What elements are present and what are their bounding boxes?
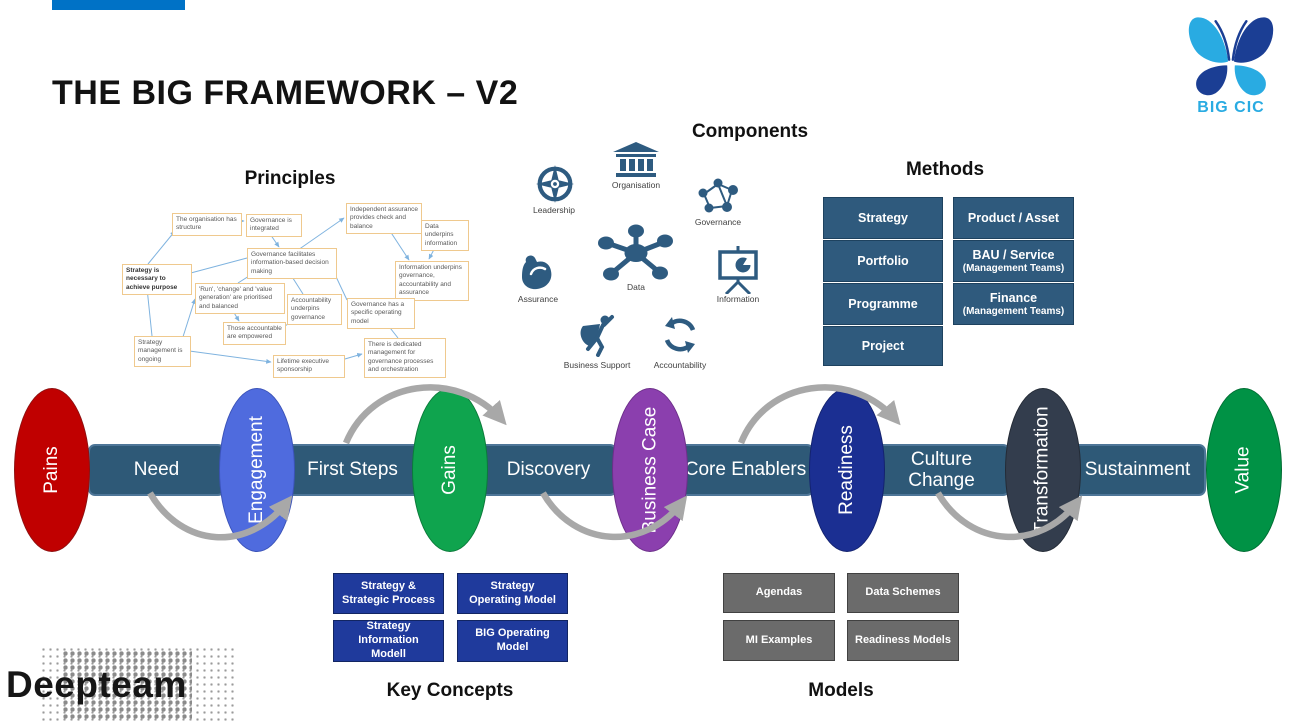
method-box-programme: Programme xyxy=(823,283,943,325)
method-box-portfolio: Portfolio xyxy=(823,240,943,282)
principle-node: Governance has a specific operating mode… xyxy=(347,298,415,330)
flow-stage-need: Need xyxy=(88,444,225,496)
principles-mindmap: The organisation has structure Governanc… xyxy=(118,198,480,386)
hub-spokes-icon xyxy=(595,222,677,289)
models-heading: Models xyxy=(808,680,874,701)
model-box: Agendas xyxy=(723,573,835,613)
key-concept-box: Strategy & Strategic Process xyxy=(333,573,444,614)
flow-stage-value: Value xyxy=(1206,388,1282,552)
component-label: Organisation xyxy=(611,180,661,190)
key-concept-box: BIG Operating Model xyxy=(457,620,568,662)
flow-stage-culture-change: Culture Change xyxy=(873,444,1010,496)
big-cic-logo: BIG CIC xyxy=(1183,6,1279,117)
key-concept-box: Strategy Information Modell xyxy=(333,620,444,662)
halftone-dots-dense xyxy=(62,650,192,720)
principle-node: 'Run', 'change' and 'value generation' a… xyxy=(195,283,285,315)
flow-stage-pains: Pains xyxy=(14,388,90,552)
component-label: Data xyxy=(627,282,645,292)
method-box-project: Project xyxy=(823,326,943,366)
principles-heading: Principles xyxy=(244,168,336,189)
compass-icon xyxy=(536,165,574,208)
principle-node: Strategy is necessary to achieve purpose xyxy=(122,264,192,296)
model-box: Readiness Models xyxy=(847,620,959,661)
bank-icon xyxy=(613,142,659,183)
component-label: Information xyxy=(716,294,760,304)
flow-stage-transformation: Transformation xyxy=(1005,388,1081,552)
flow-stage-core-enablers: Core Enablers xyxy=(677,444,814,496)
principle-node: Governance facilitates information-based… xyxy=(247,248,337,280)
principle-node: Strategy management is ongoing xyxy=(134,336,191,368)
method-box-strategy: Strategy xyxy=(823,197,943,239)
flow-stage-engagement: Engagement xyxy=(219,388,295,552)
method-box-product-asset: Product / Asset xyxy=(953,197,1074,239)
flow-stage-business-case: Business Case xyxy=(612,388,688,552)
principle-node: Lifetime executive sponsorship xyxy=(273,355,345,378)
principle-node: Information underpins governance, accoun… xyxy=(395,261,469,301)
principle-node: Governance is integrated xyxy=(246,214,302,237)
principle-node: The organisation has structure xyxy=(172,213,242,236)
flow-stage-gains: Gains xyxy=(412,388,488,552)
component-label: Governance xyxy=(694,217,742,227)
muscle-arm-icon xyxy=(518,252,558,297)
key-concept-box: Strategy Operating Model xyxy=(457,573,568,614)
flow-stage-readiness: Readiness xyxy=(809,388,885,552)
methods-heading: Methods xyxy=(905,159,985,180)
flow-stage-sustainment: Sustainment xyxy=(1069,444,1206,496)
component-label: Leadership xyxy=(532,205,576,215)
principle-node: There is dedicated management for govern… xyxy=(364,338,446,378)
method-box-bau-service: BAU / Service(Management Teams) xyxy=(953,240,1074,282)
butterfly-icon xyxy=(1183,17,1279,100)
flow-stage-discovery: Discovery xyxy=(480,444,617,496)
top-accent-bar xyxy=(52,0,185,10)
cycle-arrows-icon xyxy=(660,315,700,360)
principle-node: Accountability underpins governance xyxy=(287,294,342,326)
model-box: MI Examples xyxy=(723,620,835,661)
people-network-icon xyxy=(697,178,739,221)
presentation-pie-icon xyxy=(716,246,760,299)
component-label: Accountability xyxy=(653,360,707,370)
components-heading: Components xyxy=(691,121,809,142)
principle-node: Independent assurance provides check and… xyxy=(346,203,422,235)
method-box-finance: Finance(Management Teams) xyxy=(953,283,1074,325)
flow-stage-first-steps: First Steps xyxy=(284,444,421,496)
deepteam-logo: Deepteam xyxy=(6,664,187,705)
principle-node: Those accountable are empowered xyxy=(223,322,286,345)
superhero-icon xyxy=(575,313,621,362)
key-concepts-heading: Key Concepts xyxy=(386,680,514,701)
component-label: Assurance xyxy=(517,294,559,304)
big-cic-label: BIG CIC xyxy=(1197,99,1265,116)
page-title: THE BIG FRAMEWORK – V2 xyxy=(52,74,519,112)
principle-node: Data underpins information xyxy=(421,220,469,252)
component-label: Business Support xyxy=(563,360,631,370)
model-box: Data Schemes xyxy=(847,573,959,613)
